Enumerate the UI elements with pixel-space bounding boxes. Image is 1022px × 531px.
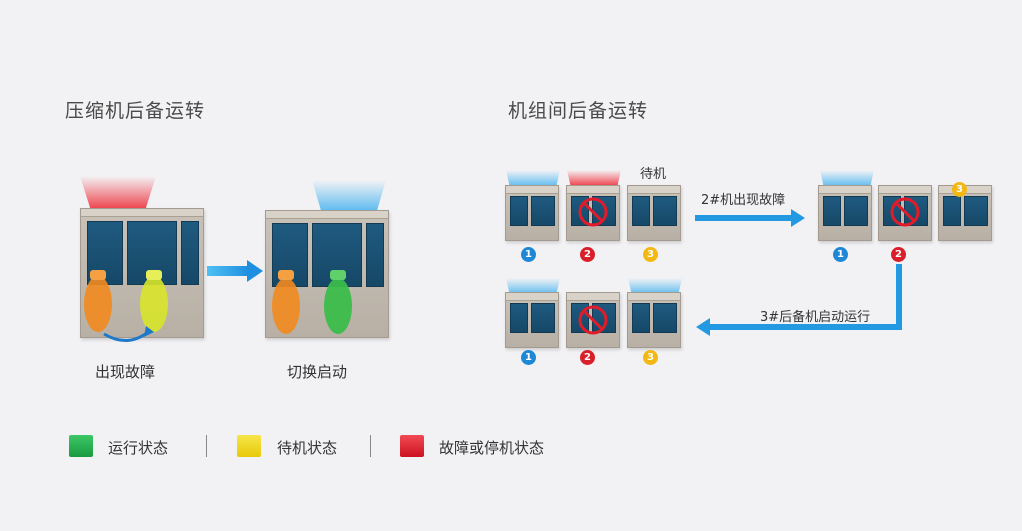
backup-arrow-label: 3#后备机启动运行: [760, 310, 871, 325]
cool-airflow: [506, 278, 560, 296]
no-entry-icon: [578, 197, 608, 227]
hot-airflow: [567, 170, 621, 188]
switch-caption: 切换启动: [287, 363, 348, 381]
legend-divider: [206, 435, 207, 457]
unit-3-standby: [627, 185, 681, 241]
unit-number-badge: 1: [833, 247, 848, 262]
legend-swatch-fault: [400, 435, 424, 457]
unit-1: [818, 185, 872, 241]
unit-number-badge: 3: [643, 247, 658, 262]
unit-number-badge: 2: [580, 350, 595, 365]
fault-arrow: [695, 209, 805, 227]
unit-number-badge: 3: [643, 350, 658, 365]
fault-caption: 出现故障: [95, 363, 156, 381]
unit-number-badge: 1: [521, 247, 536, 262]
legend-label-running: 运行状态: [108, 439, 169, 457]
unit-number-badge: 2: [891, 247, 906, 262]
legend-swatch-standby: [237, 435, 261, 457]
no-entry-icon: [578, 305, 608, 335]
unit-1: [505, 292, 559, 348]
legend-label-fault: 故障或停机状态: [439, 439, 545, 457]
fault-arrow-label: 2#机出现故障: [701, 193, 786, 208]
legend-divider: [370, 435, 371, 457]
cool-airflow: [312, 180, 386, 214]
unit-number-badge: 1: [521, 350, 536, 365]
unit-3-running: [627, 292, 681, 348]
cool-airflow: [628, 278, 682, 296]
switch-arrow: [207, 260, 263, 282]
compressor-backup-title: 压缩机后备运转: [65, 100, 206, 122]
cool-airflow: [820, 170, 874, 188]
compressors-switched: [272, 270, 352, 334]
cool-airflow: [506, 170, 560, 188]
unit-number-badge: 2: [580, 247, 595, 262]
legend-swatch-running: [69, 435, 93, 457]
hot-airflow: [80, 176, 156, 214]
unit-1: [505, 185, 559, 241]
inter-unit-backup-title: 机组间后备运转: [508, 100, 649, 122]
standby-label: 待机: [640, 167, 667, 182]
compressors-fault: [84, 270, 168, 342]
backup-arrow: [696, 264, 902, 336]
no-entry-icon: [890, 197, 920, 227]
unit-number-badge: 3: [952, 182, 967, 197]
legend-label-standby: 待机状态: [277, 439, 338, 457]
